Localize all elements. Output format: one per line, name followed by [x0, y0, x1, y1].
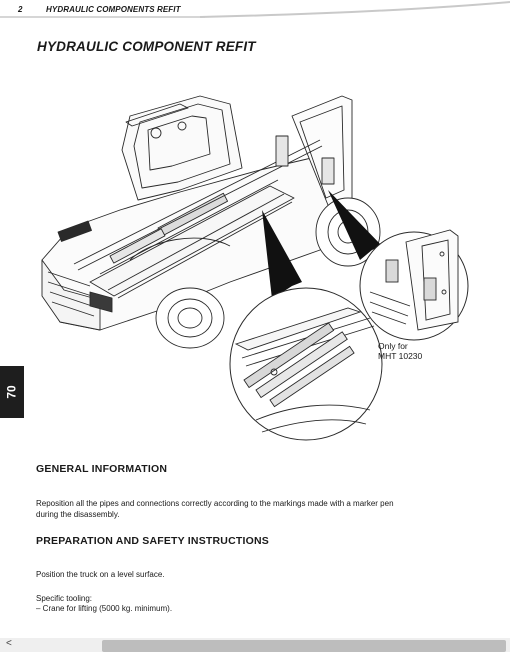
general-information-text-2: during the disassembly. — [36, 510, 120, 519]
tooling-label: Specific tooling: — [36, 594, 93, 603]
header-curve-decoration — [0, 1, 510, 18]
scrollbar-thumb[interactable] — [102, 640, 506, 652]
chapter-tab-label: 70 — [0, 366, 24, 418]
leader-arrow-boom — [262, 210, 302, 299]
page-number: 2 — [18, 5, 23, 14]
callout-line-1: Only for — [378, 341, 408, 351]
telehandler-illustration — [41, 95, 469, 441]
preparation-text-level: Position the truck on a level surface. — [36, 570, 165, 579]
chapter-tab-number: 70 — [4, 385, 19, 399]
preparation-heading: PREPARATION AND SAFETY INSTRUCTIONS — [36, 535, 269, 547]
page-title: HYDRAULIC COMPONENT REFIT — [37, 39, 256, 54]
page-header: 2 HYDRAULIC COMPONENTS REFIT — [0, 0, 510, 22]
callout-label: Only for MHT 10230 — [378, 341, 422, 361]
general-information-text-1: Reposition all the pipes and connections… — [36, 499, 394, 508]
callout-line-2: MHT 10230 — [378, 351, 423, 361]
leader-arrow-mast — [328, 190, 382, 260]
detail-view-mast-valves — [359, 229, 469, 341]
chapter-tab — [0, 366, 24, 418]
detail-view-cylinders — [229, 287, 383, 441]
tooling-item: – Crane for lifting (5000 kg. minimum). — [36, 604, 173, 613]
header-title: HYDRAULIC COMPONENTS REFIT — [46, 5, 181, 14]
scroll-left-icon[interactable]: < — [6, 638, 12, 649]
general-information-heading: GENERAL INFORMATION — [36, 463, 168, 475]
